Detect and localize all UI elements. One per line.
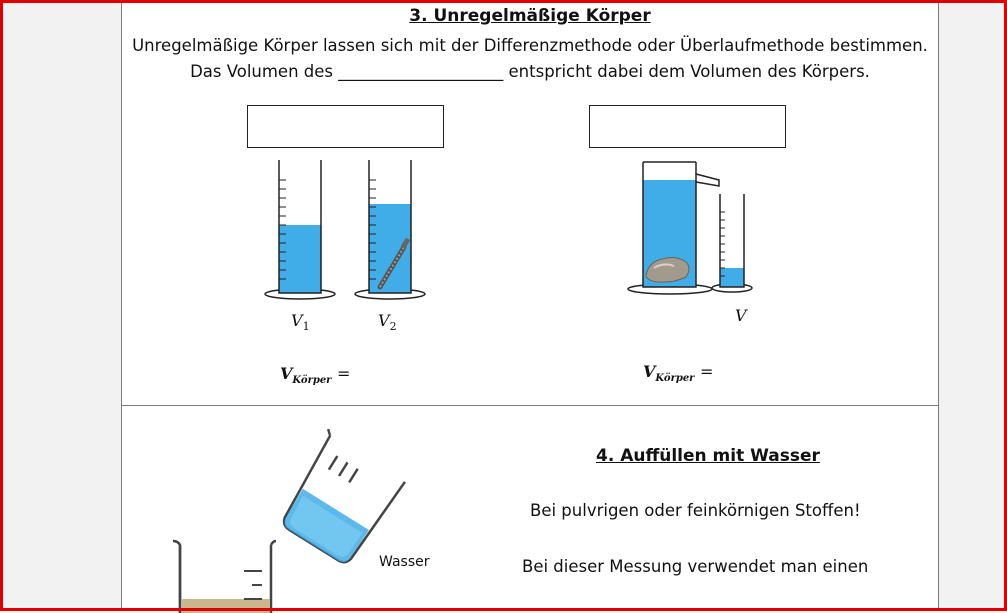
section4-text-line2: Bei dieser Messung verwendet man einen — [522, 557, 869, 576]
worksheet-page: 3. Unregelmäßige Körper Unregelmäßige Kö… — [121, 0, 939, 613]
section3-heading: 3. Unregelmäßige Körper — [409, 6, 651, 26]
measuring-cylinder-v2-illustration — [354, 160, 426, 300]
section4-heading: 4. Auffüllen mit Wasser — [596, 446, 820, 466]
screw-icon — [377, 237, 411, 290]
collecting-cylinder-illustration — [711, 194, 753, 293]
section4-text-line1: Bei pulvrigen oder feinkörnigen Stoffen! — [530, 501, 861, 520]
label-v: V — [735, 306, 747, 325]
answer-box-method-right[interactable] — [589, 105, 786, 148]
section3-text-line1: Unregelmäßige Körper lassen sich mit der… — [132, 36, 928, 55]
label-v2: V2 — [378, 311, 397, 334]
line2-blank: ____________________ — [338, 62, 504, 81]
section-divider — [122, 405, 938, 406]
beaker-with-sand-illustration — [172, 539, 277, 613]
rock-icon — [645, 257, 690, 283]
line2-before: Das Volumen des — [190, 62, 334, 81]
water-label: Wasser — [379, 554, 430, 570]
beaker-pouring-illustration — [282, 428, 406, 564]
answer-box-method-left[interactable] — [247, 105, 444, 148]
formula-v-koerper-right: VKörper = — [643, 362, 714, 385]
measuring-cylinder-v1-illustration — [264, 160, 336, 300]
label-v1: V1 — [291, 311, 310, 334]
overflow-vessel-illustration — [627, 161, 720, 295]
section3-text-line2: Das Volumen des ____________________ ent… — [122, 62, 938, 81]
line2-after: entspricht dabei dem Volumen des Körpers… — [508, 62, 870, 81]
formula-v-koerper-left: VKörper = — [280, 364, 351, 387]
